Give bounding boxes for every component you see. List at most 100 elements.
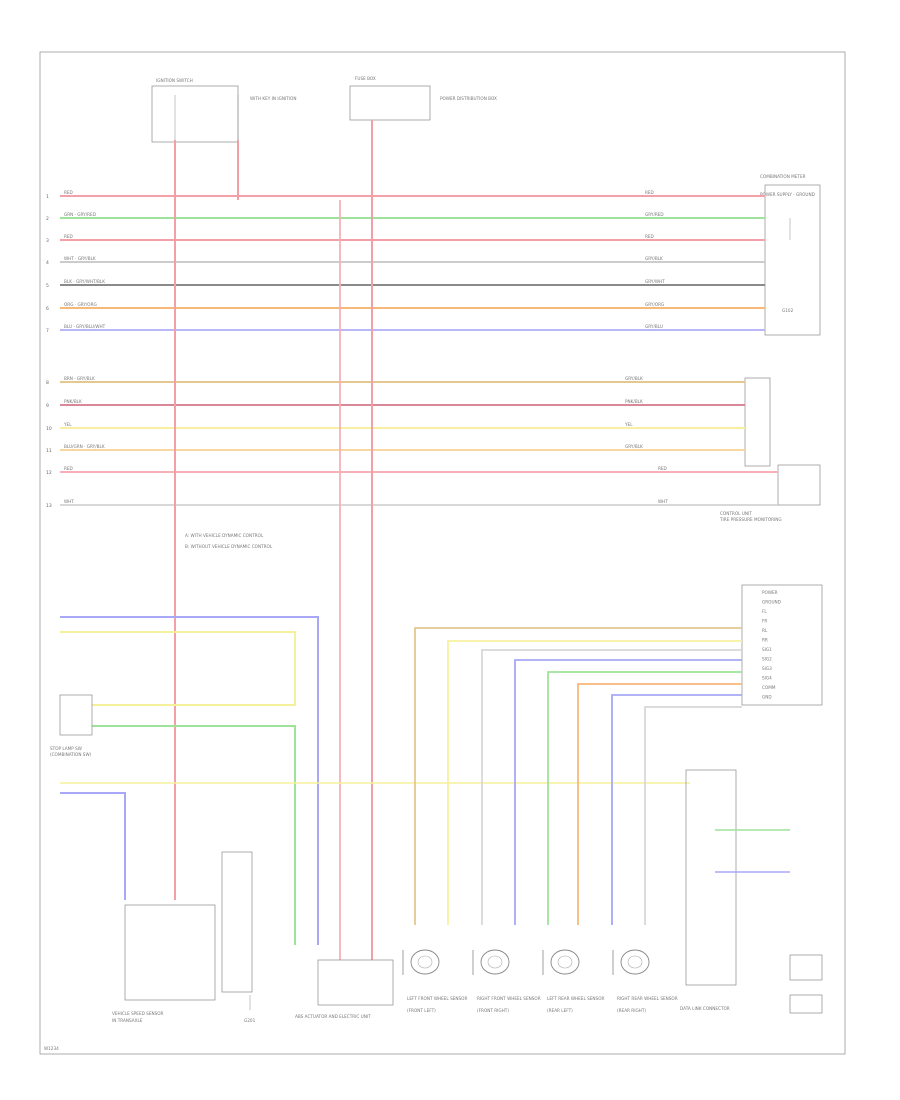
svg-text:CONTROL UNIT: CONTROL UNIT	[720, 511, 752, 516]
sensor-lead-7	[611, 694, 742, 925]
bus-pin-7: 7	[46, 328, 49, 334]
data-link-connector: DATA LINK CONNECTOR	[680, 769, 823, 1014]
blue-link	[60, 616, 319, 945]
bus-pin-3: 3	[46, 238, 49, 244]
wheel-sensor-label-3: LEFT REAR WHEEL SENSOR	[547, 996, 604, 1001]
fuse-box: FUSE BOX POWER DISTRIBUTION BOX	[349, 76, 497, 121]
ctrl-pin-4: FR	[762, 619, 767, 624]
ctrl-pin-5: RL	[762, 628, 768, 633]
bus-pin-6: 6	[46, 306, 49, 312]
vehicle-speed-sensor: VEHICLE SPEED SENSOR IN TRANSAXLE	[112, 851, 253, 1023]
ctrl-pin-12: GND	[762, 695, 772, 700]
ctrl-pin-7: SIG1	[762, 647, 772, 652]
sensor-leads	[414, 627, 742, 925]
svg-text:(COMBINATION SW): (COMBINATION SW)	[50, 752, 92, 757]
bus-label-right-12: RED	[658, 466, 667, 471]
bus-label-right-3: RED	[645, 234, 654, 239]
bus-pin-13: 13	[46, 503, 52, 509]
wheel-sensor-note-1: (FRONT LEFT)	[407, 1008, 436, 1013]
ground-g102: G102	[782, 218, 794, 313]
bus-label-right-5: GRY/WHT	[645, 279, 665, 284]
wheel-sensor-2: RIGHT FRONT WHEEL SENSOR (FRONT RIGHT)	[472, 949, 541, 1013]
svg-text:G102: G102	[782, 308, 794, 313]
bus-label-right-4: GRY/BLK	[645, 256, 663, 261]
legend: A: WITH VEHICLE DYNAMIC CONTROL B: WITHO…	[185, 533, 273, 549]
bus-label-right-2: GRY/RED	[645, 212, 664, 217]
bus-label-10: YEL	[63, 422, 72, 427]
bus-pin-5: 5	[46, 283, 49, 289]
wheel-sensors: LEFT FRONT WHEEL SENSOR (FRONT LEFT) RIGHT…	[402, 949, 678, 1013]
bus-label-right-8: GRY/BLK	[625, 376, 643, 381]
bus-label-7: BLU · GRY/BLU/WHT	[64, 324, 106, 329]
wheel-sensor-label-4: RIGHT REAR WHEEL SENSOR	[617, 996, 678, 1001]
sensor-lead-6	[577, 683, 742, 925]
bus-pin-2: 2	[46, 216, 49, 222]
ctrl-pin-8: SIG2	[762, 657, 772, 662]
bus-pin-11: 11	[46, 448, 52, 454]
svg-text:POWER SUPPLY · GROUND: POWER SUPPLY · GROUND	[760, 192, 815, 197]
ground-g201: G201	[244, 995, 256, 1023]
wheel-sensor-4: RIGHT REAR WHEEL SENSOR (REAR RIGHT)	[612, 949, 678, 1013]
bus-pin-12: 12	[46, 470, 52, 476]
footer-code: W1234	[44, 1046, 59, 1051]
ctrl-pin-10: SIG4	[762, 676, 772, 681]
bus-label-1: RED	[64, 190, 73, 195]
bus-pin-4: 4	[46, 260, 49, 266]
sensor-lead-3	[481, 649, 742, 925]
ctrl-pin-1: POWER	[762, 590, 778, 595]
wheel-sensor-note-3: (REAR LEFT)	[547, 1008, 573, 1013]
wheel-sensor-note-2: (FRONT RIGHT)	[477, 1008, 509, 1013]
svg-text:POWER DISTRIBUTION BOX: POWER DISTRIBUTION BOX	[440, 96, 497, 101]
svg-text:VEHICLE SPEED SENSOR: VEHICLE SPEED SENSOR	[112, 1011, 164, 1016]
ignition-switch: IGNITION SWITCH WITH KEY IN IGNITION	[151, 78, 296, 143]
ctrl-pin-2: GROUND	[762, 600, 781, 605]
abs-actuator: ABS ACTUATOR AND ELECTRIC UNIT	[295, 959, 394, 1019]
bus-label-12: RED	[64, 466, 73, 471]
ctrl-pin-11: COMM	[762, 685, 776, 690]
bus-label-6: ORG · GRY/ORG	[64, 302, 97, 307]
legend-b: B: WITHOUT VEHICLE DYNAMIC CONTROL	[185, 544, 273, 549]
bus-label-9: PNK/BLK	[64, 399, 82, 404]
bus-pin-8: 8	[46, 380, 49, 386]
bus-pin-9: 9	[46, 403, 49, 409]
ctrl-pin-6: RR	[762, 638, 768, 643]
ctrl-pin-9: SIG3	[762, 666, 772, 671]
svg-text:DATA LINK CONNECTOR: DATA LINK CONNECTOR	[680, 1006, 730, 1011]
wheel-sensor-3: LEFT REAR WHEEL SENSOR (REAR LEFT)	[542, 949, 604, 1013]
wheel-sensor-1: LEFT FRONT WHEEL SENSOR (FRONT LEFT)	[402, 949, 467, 1013]
wheel-sensor-label-1: LEFT FRONT WHEEL SENSOR	[407, 996, 467, 1001]
svg-text:COMBINATION METER: COMBINATION METER	[760, 174, 806, 179]
sensor-lead-8	[644, 706, 742, 925]
bus-label-right-11: GRY/BLK	[625, 444, 643, 449]
bus-pin-1: 1	[46, 194, 49, 200]
bus-label-right-9: PNK/BLK	[625, 399, 643, 404]
bus-label-right-13: WHT	[658, 499, 668, 504]
svg-text:STOP LAMP SW: STOP LAMP SW	[50, 746, 82, 751]
sensor-lead-1	[414, 627, 742, 925]
bus-label-right-1: RED	[645, 190, 654, 195]
bus-label-right-7: GRY/BLU	[645, 324, 663, 329]
control-unit-pins: POWERGROUNDFLFRRLRRSIG1SIG2SIG3SIG4COMMG…	[762, 590, 781, 700]
control-unit: CONTROL UNIT TIRE PRESSURE MONITORING PO…	[719, 511, 823, 706]
bus-label-2: GRN · GRY/RED	[64, 212, 96, 217]
svg-text:TIRE PRESSURE MONITORING: TIRE PRESSURE MONITORING	[719, 517, 782, 522]
bus-label-right-6: GRY/ORG	[645, 302, 664, 307]
wheel-sensor-label-2: RIGHT FRONT WHEEL SENSOR	[477, 996, 541, 1001]
bus-label-3: RED	[64, 234, 73, 239]
wheel-sensor-note-4: (REAR RIGHT)	[617, 1008, 646, 1013]
sensor-lead-5	[547, 671, 742, 925]
bus-label-5: BLK · GRY/WHT/BLK	[64, 279, 105, 284]
bus-label-13: WHT	[64, 499, 74, 504]
connector-block	[744, 377, 771, 467]
legend-a: A: WITH VEHICLE DYNAMIC CONTROL	[185, 533, 264, 538]
diagram-frame	[39, 51, 846, 1055]
bus-label-8: BRN · GRY/BLK	[64, 376, 95, 381]
svg-text:IGNITION SWITCH: IGNITION SWITCH	[156, 78, 193, 83]
green-link	[92, 725, 296, 945]
svg-text:ABS ACTUATOR AND ELECTRIC UNIT: ABS ACTUATOR AND ELECTRIC UNIT	[295, 1014, 371, 1019]
bus-label-4: WHT · GRY/BLK	[64, 256, 96, 261]
sensor-lead-4	[514, 659, 742, 925]
bus-label-11: BLU/GRN · GRY/BLK	[64, 444, 105, 449]
